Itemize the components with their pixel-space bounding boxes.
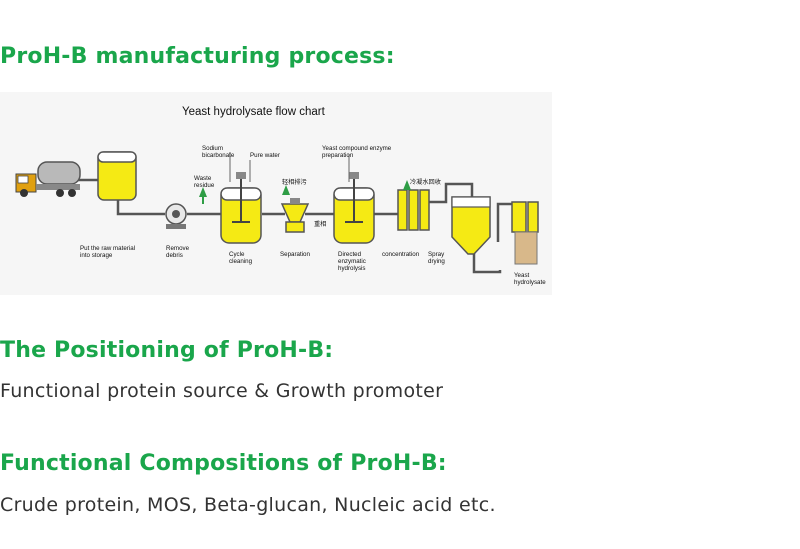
label-cn-heavy: 重相 xyxy=(314,220,326,228)
label-storage-1: Put the raw material xyxy=(80,245,135,252)
label-enzyme-1: Yeast compound enzyme xyxy=(322,145,392,152)
truck-icon xyxy=(15,161,81,197)
pump-icon xyxy=(165,203,187,229)
label-product-1: Yeast xyxy=(514,272,530,279)
label-separation: Separation xyxy=(280,251,310,258)
label-drying-2: drying xyxy=(428,258,445,265)
concentration-columns-icon xyxy=(397,189,430,231)
label-cn-cooling: 冷凝水回收 xyxy=(410,178,441,186)
positioning-text: Functional protein source & Growth promo… xyxy=(0,380,444,402)
label-pure-water: Pure water xyxy=(250,152,280,159)
label-sodium-1: Sodium xyxy=(202,145,223,152)
flow-chart-diagram: Yeast hydrolysate flow chart xyxy=(0,92,552,295)
process-heading: ProH-B manufacturing process: xyxy=(0,44,395,69)
spray-dryer-icon xyxy=(451,196,491,255)
compositions-heading: Functional Compositions of ProH-B: xyxy=(0,451,447,476)
compositions-text: Crude protein, MOS, Beta-glucan, Nucleic… xyxy=(0,494,496,516)
label-enzyme-2: preparation xyxy=(322,152,354,159)
positioning-heading: The Positioning of ProH-B: xyxy=(0,338,334,363)
label-storage-2: into storage xyxy=(80,252,113,259)
label-enzymatic-1: Directed xyxy=(338,251,362,258)
diagram-background xyxy=(0,92,552,295)
label-sodium-2: bicarbonate xyxy=(202,152,235,159)
label-drying-1: Spray xyxy=(428,251,445,258)
label-enzymatic-3: hydrolysis xyxy=(338,265,366,272)
product-bag-icon xyxy=(511,201,539,265)
separator-icon xyxy=(280,198,310,233)
enzymatic-reactor-icon xyxy=(333,172,375,244)
label-waste-2: residue xyxy=(194,182,215,189)
label-cleaning-2: cleaning xyxy=(229,258,253,265)
label-product-2: hydrolysate xyxy=(514,279,546,286)
feed-lines xyxy=(229,152,350,182)
label-debris-1: Remove xyxy=(166,245,190,252)
input-arrows xyxy=(199,180,411,204)
label-enzymatic-2: enzymatic xyxy=(338,258,366,265)
label-cn-waste: 轻相排污 xyxy=(282,178,307,186)
label-waste-1: Waste xyxy=(194,175,212,182)
label-cleaning-1: Cycle xyxy=(229,251,245,258)
cleaning-reactor-icon xyxy=(220,172,262,244)
flow-chart-title: Yeast hydrolysate flow chart xyxy=(182,106,326,118)
label-concentration: concentration xyxy=(382,251,420,258)
storage-tank-icon xyxy=(97,151,137,201)
label-debris-2: debris xyxy=(166,252,183,259)
